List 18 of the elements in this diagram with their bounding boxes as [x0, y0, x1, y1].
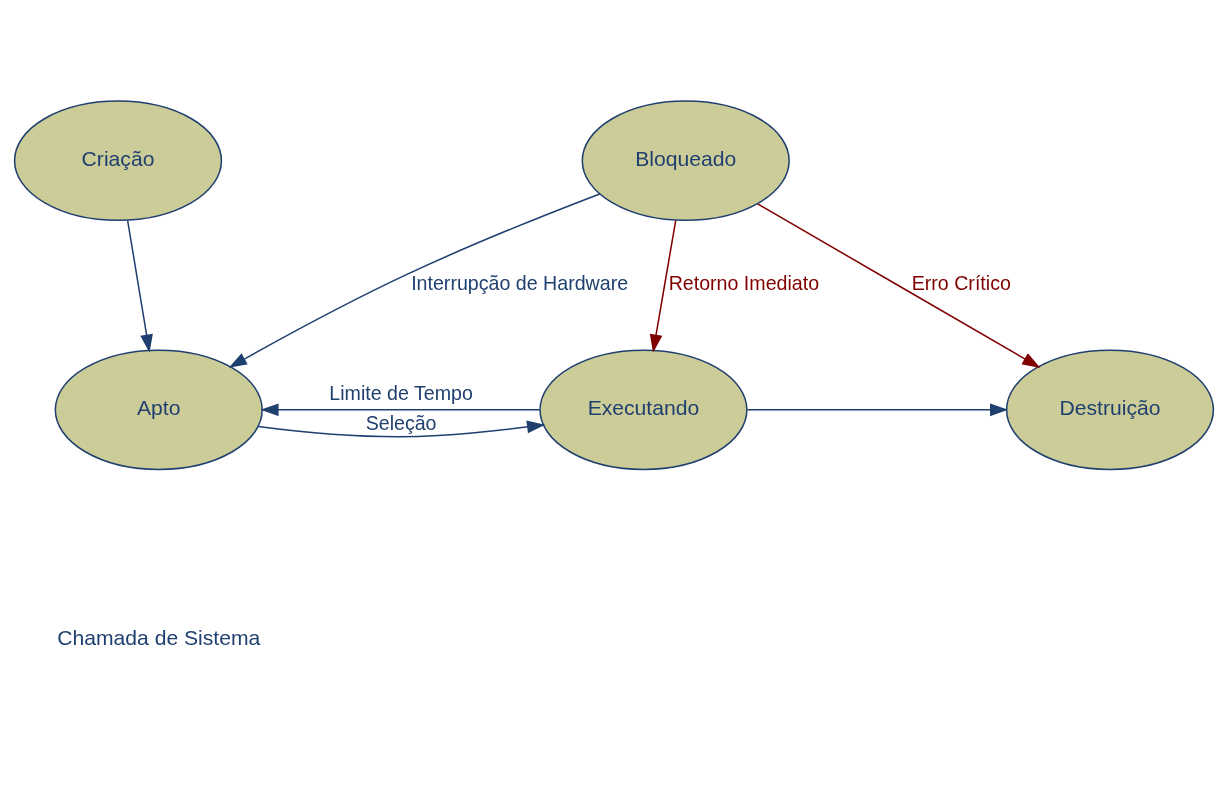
- node-ellipse: Apto: [54, 348, 263, 470]
- arrow: [746, 402, 1009, 416]
- label: Chamada de Sistema: [57, 625, 261, 649]
- arrow: [756, 202, 1041, 368]
- edge-label: Retorno Imediato: [668, 271, 820, 294]
- arrow: [228, 192, 601, 368]
- node-ellipse: Criação: [13, 99, 223, 221]
- arrow: [126, 219, 153, 353]
- node-ellipse: Destruição: [1005, 348, 1215, 470]
- arrow: [257, 420, 546, 437]
- edge-label: Erro Crítico: [911, 271, 1011, 294]
- arrow: [260, 402, 541, 416]
- arrow: [649, 219, 677, 353]
- node-ellipse: Executando: [539, 348, 748, 470]
- node-ellipse: Bloqueado: [581, 99, 790, 221]
- edge-label: Limite de Tempo: [329, 381, 473, 404]
- edge-label: Interrupção de Hardware: [411, 271, 629, 294]
- edge-label: Seleção: [365, 411, 437, 434]
